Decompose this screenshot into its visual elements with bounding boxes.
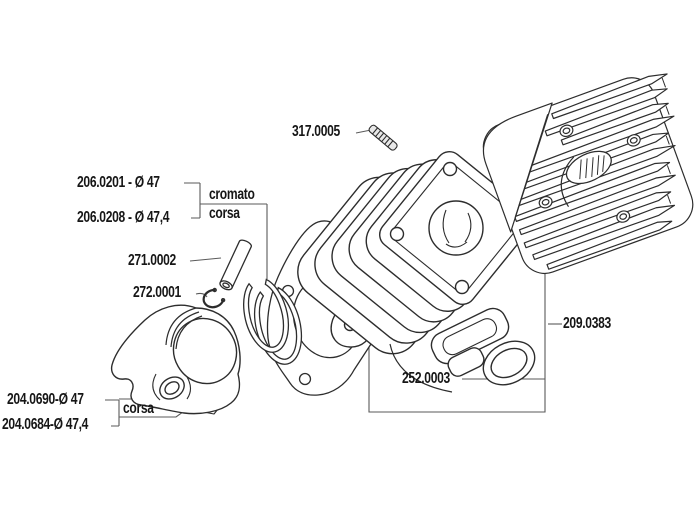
piston-ring-grooves: [165, 307, 203, 350]
piston: [110, 304, 241, 415]
label-circlip: 272.0001: [133, 284, 181, 301]
label-exhaust-gasket: 252.0003: [402, 370, 450, 387]
cylinder-exhaust-flange: [430, 307, 510, 377]
cylinder-bore: [428, 200, 484, 256]
piston-pin: [219, 239, 252, 291]
leader-bracket-right: [368, 236, 546, 413]
head-bolt-hole: [454, 279, 470, 295]
head-bolt-hole: [389, 226, 405, 242]
head-bolt-holes: [538, 124, 641, 223]
label-rings-note-cromato: cromato: [209, 186, 255, 203]
label-stud: 317.0005: [292, 123, 340, 140]
leader-lines: [105, 129, 562, 427]
label-piston-47: 204.0690-Ø 47: [7, 391, 84, 408]
label-rings-race: 206.0208 - Ø 47,4: [77, 209, 170, 226]
cylinder: [297, 151, 533, 393]
label-rings-chrome: 206.0201 - Ø 47: [77, 174, 160, 191]
label-rings-note-corsa: corsa: [209, 205, 240, 222]
leader-rings-bracket: [184, 182, 268, 279]
spark-plug-boss: [560, 150, 612, 207]
piston-ring-1: [243, 278, 290, 353]
piston-body: [110, 304, 241, 415]
head-fins: [499, 73, 676, 270]
circlip: [202, 287, 226, 309]
label-head-oring: 209.0383: [563, 315, 611, 332]
head-corner-plate: [482, 102, 553, 233]
piston-rings: [243, 278, 303, 365]
leader-pin: [189, 257, 222, 262]
label-piston-474: 204.0684-Ø 47,4: [2, 416, 89, 433]
cylinder-liner-edge: [389, 343, 453, 393]
leader-piston-bracket: [105, 398, 188, 427]
leader-circlip: [195, 292, 208, 298]
label-pin: 271.0002: [128, 252, 176, 269]
head-bolt-hole: [442, 161, 458, 177]
cylinder-head: [482, 73, 694, 274]
label-piston-note-corsa: corsa: [123, 400, 154, 417]
exhaust-gasket: [482, 340, 536, 386]
stud: [368, 124, 398, 151]
